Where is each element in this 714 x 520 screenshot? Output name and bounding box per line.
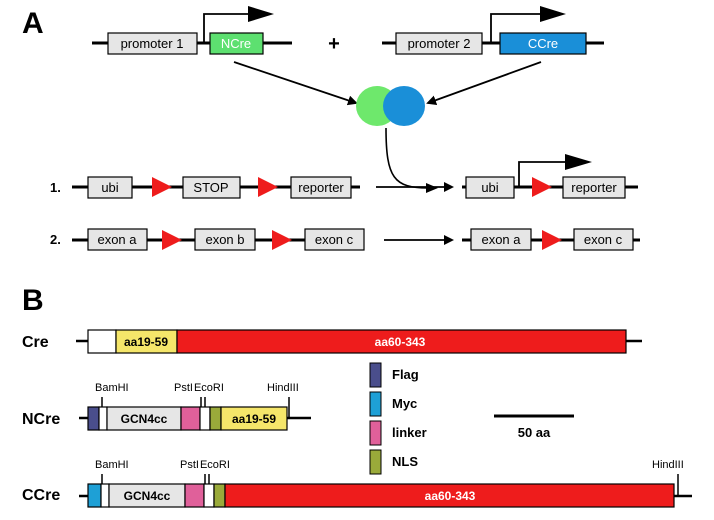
row2-exon-c-label: exon c <box>315 232 354 247</box>
ccre-nls-segment <box>213 483 226 508</box>
ncre-white-segment-2 <box>199 406 211 431</box>
panel-a-label: A <box>22 7 44 40</box>
row2-exon-c-box <box>304 228 365 251</box>
row1-ubi-label: ubi <box>101 180 118 195</box>
legend: Flag Myc linker NLS <box>369 362 427 475</box>
row1-result-reporter-box <box>562 176 626 199</box>
row2-exon-b-box <box>194 228 256 251</box>
row2-number: 2. <box>50 232 61 247</box>
row1-result-ubi-box <box>465 176 515 199</box>
row1-number: 1. <box>50 180 61 195</box>
cre-protein: aa19-59 aa60-343 <box>76 329 642 354</box>
ncre-to-dimer-arrow <box>233 61 358 106</box>
row1-stop-box <box>182 176 241 199</box>
row2-substrate: exon a exon b exon c <box>72 228 365 251</box>
ncre-box <box>209 32 264 55</box>
promoter1-label: promoter 1 <box>121 36 184 51</box>
ccre-myc-segment <box>87 483 102 508</box>
ccre-white-segment <box>100 483 110 508</box>
ncre-protein: GCN4cc aa19-59 <box>79 397 311 431</box>
loxp-triangle <box>258 177 278 197</box>
promoter2-tss-arrow <box>490 13 540 43</box>
loxp-triangle <box>272 230 292 250</box>
cre-red-segment <box>176 329 627 354</box>
ncre-nls-segment <box>209 406 222 431</box>
plus-sign: + <box>328 33 340 55</box>
row1-reporter-box <box>290 176 352 199</box>
row2-exon-a-box <box>87 228 148 251</box>
ccre-hindiii-label: HindIII <box>652 459 684 471</box>
cre-red-label: aa60-343 <box>375 335 426 349</box>
legend-swatch-nls <box>369 449 382 475</box>
legend-swatch-linker <box>369 420 382 446</box>
promoter1-tss-arrow <box>203 13 248 43</box>
cre-white-segment <box>87 329 117 354</box>
ccre-protein: GCN4cc aa60-343 <box>79 474 692 508</box>
ncre-psti-ecori-label: PstIEcoRI <box>174 382 224 394</box>
loxp-triangle <box>542 230 562 250</box>
ncre-bamhi-label: BamHI <box>95 382 129 394</box>
ncre-hindiii-label: HindIII <box>267 382 299 394</box>
row1-result-ubi-label: ubi <box>481 180 498 195</box>
ccre-linker-segment <box>184 483 205 508</box>
row2-exon-b-label: exon b <box>205 232 244 247</box>
row1-stop-label: STOP <box>193 180 228 195</box>
dimer-action-arrow <box>385 127 429 189</box>
ncre-construct: promoter 1 NCre <box>92 6 292 55</box>
ccre-construct: promoter 2 CCre <box>382 6 604 55</box>
cre-name: Cre <box>22 334 49 351</box>
legend-label-linker: linker <box>392 425 427 440</box>
ccre-white-segment-2 <box>203 483 215 508</box>
ccre-red-label: aa60-343 <box>425 489 476 503</box>
row2-product: exon a exon c <box>462 228 640 251</box>
row2-result-exon-c-box <box>573 228 634 251</box>
promoter1-box <box>107 32 198 55</box>
reporter-tss-arrow <box>518 161 565 187</box>
row1-result-reporter-label: reporter <box>571 180 617 195</box>
legend-swatch-flag <box>369 362 382 388</box>
ccre-red-segment <box>224 483 675 508</box>
ncre-white-segment <box>98 406 108 431</box>
promoter2-label: promoter 2 <box>408 36 471 51</box>
ncre-flag-segment <box>87 406 100 431</box>
ncre-name: NCre <box>22 411 60 428</box>
loxp-triangle <box>152 177 172 197</box>
ncre-gcn4cc-label: GCN4cc <box>121 412 168 426</box>
loxp-triangle <box>162 230 182 250</box>
row2-result-exon-c-label: exon c <box>584 232 623 247</box>
row1-product: ubi reporter <box>462 154 638 199</box>
scale-bar-label: 50 aa <box>518 425 551 440</box>
panel-b-label: B <box>22 284 44 317</box>
ncre-yellow-segment <box>220 406 288 431</box>
ccre-bamhi-label: BamHI <box>95 459 129 471</box>
ncre-yellow-label: aa19-59 <box>232 412 276 426</box>
row1-ubi-box <box>87 176 133 199</box>
legend-label-myc: Myc <box>392 396 417 411</box>
ccre-psti-ecori-label: PstIEcoRI <box>180 459 230 471</box>
loxp-triangle <box>532 177 552 197</box>
ccre-to-dimer-arrow <box>426 61 542 105</box>
row1-reporter-label: reporter <box>298 180 344 195</box>
legend-label-flag: Flag <box>392 367 419 382</box>
legend-swatch-myc <box>369 391 382 417</box>
row2-exon-a-label: exon a <box>97 232 137 247</box>
cre-yellow-label: aa19-59 <box>124 335 168 349</box>
cre-dimer <box>356 86 425 126</box>
legend-label-nls: NLS <box>392 454 418 469</box>
ccre-label: CCre <box>528 36 558 51</box>
row2-result-exon-a-label: exon a <box>481 232 521 247</box>
scale-bar: 50 aa <box>494 414 574 440</box>
ccre-box <box>499 32 587 55</box>
ncre-label: NCre <box>221 36 251 51</box>
ccre-gcn4cc-label: GCN4cc <box>124 489 171 503</box>
ncre-linker-segment <box>180 406 201 431</box>
ccre-name: CCre <box>22 487 60 504</box>
row2-result-exon-a-box <box>470 228 532 251</box>
promoter2-box <box>395 32 483 55</box>
row1-substrate: ubi STOP reporter <box>72 176 360 199</box>
